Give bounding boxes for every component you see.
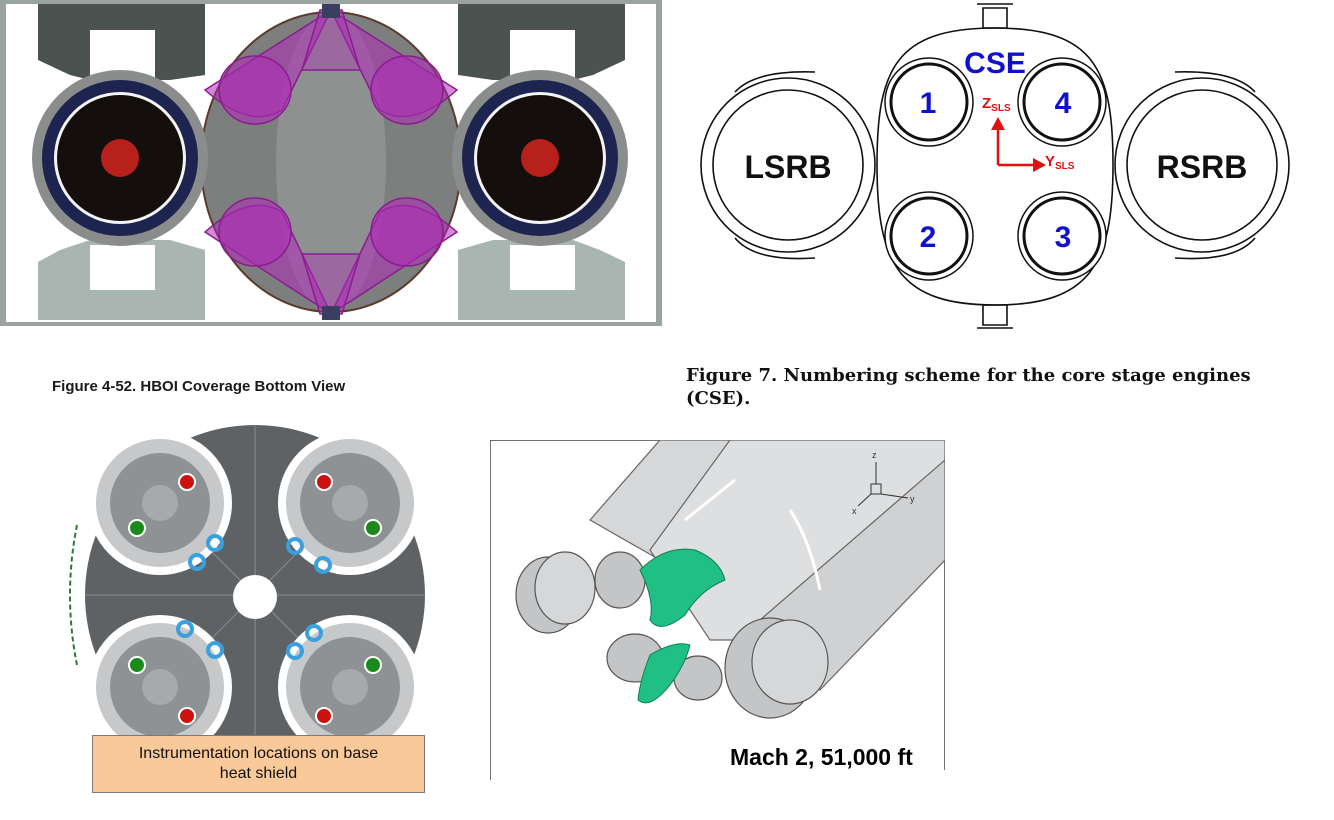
cse-title: CSE [964,47,1026,80]
cse-numbering-figure: CSE LSRB RSRB 1 4 2 3 ZSLS YSLS [695,0,1305,335]
green-sensors [128,519,382,674]
triad-y-label: y [910,494,915,504]
coverage-cones [203,7,459,317]
heat-shield-label-line1: Instrumentation locations on base [138,745,379,762]
triad-x-label: x [852,506,857,516]
top-tab [977,3,1013,29]
bottom-tab [977,304,1013,329]
right-booster-outline [1114,77,1290,253]
cfd-plume-figure: z x y [490,440,945,780]
engine-label-1: 1 [920,87,937,120]
y-axis-label: YSLS [1045,153,1075,172]
engine-label-2: 2 [920,221,937,254]
cse-caption-line1: Figure 7. Numbering scheme for the core … [686,365,1251,386]
cse-caption-line2: (CSE). [686,388,751,409]
axis-triad [857,462,909,507]
flight-condition-label: Mach 2, 51,000 ft [730,744,913,770]
red-sensors [178,473,333,725]
triad-z-label: z [872,450,877,460]
hboi-coverage-drawing [0,0,662,326]
nozzles [515,551,829,719]
cse-numbering-drawing: CSE LSRB RSRB 1 4 2 3 ZSLS YSLS [700,3,1290,329]
heat-shield-label-line2: heat shield [219,765,298,782]
heat-shield-drawing [69,425,425,765]
center-hole [233,575,277,619]
engine-label-4: 4 [1055,87,1072,120]
cfd-plume-drawing: z x y [490,440,945,780]
right-booster [452,70,628,246]
heat-shield-figure [55,425,435,795]
z-axis-label: ZSLS [982,95,1011,114]
left-booster-label: LSRB [744,149,831,185]
heat-shield-label: Instrumentation locations on base heat s… [92,735,425,793]
sls-axes [991,117,1046,172]
blue-sensors [176,534,332,660]
cse-caption: Figure 7. Numbering scheme for the core … [686,364,1326,410]
engine-label-3: 3 [1055,221,1072,254]
hboi-caption: Figure 4-52. HBOI Coverage Bottom View [52,378,346,395]
right-booster-label: RSRB [1157,149,1248,185]
plume-isosurface [637,548,726,704]
hboi-coverage-figure [0,0,662,326]
bottom-mount [322,306,340,320]
left-booster-outline [700,77,876,253]
engine-pods [88,431,422,759]
left-booster [32,70,208,246]
edge-marker [69,524,78,666]
top-mount [322,4,340,18]
